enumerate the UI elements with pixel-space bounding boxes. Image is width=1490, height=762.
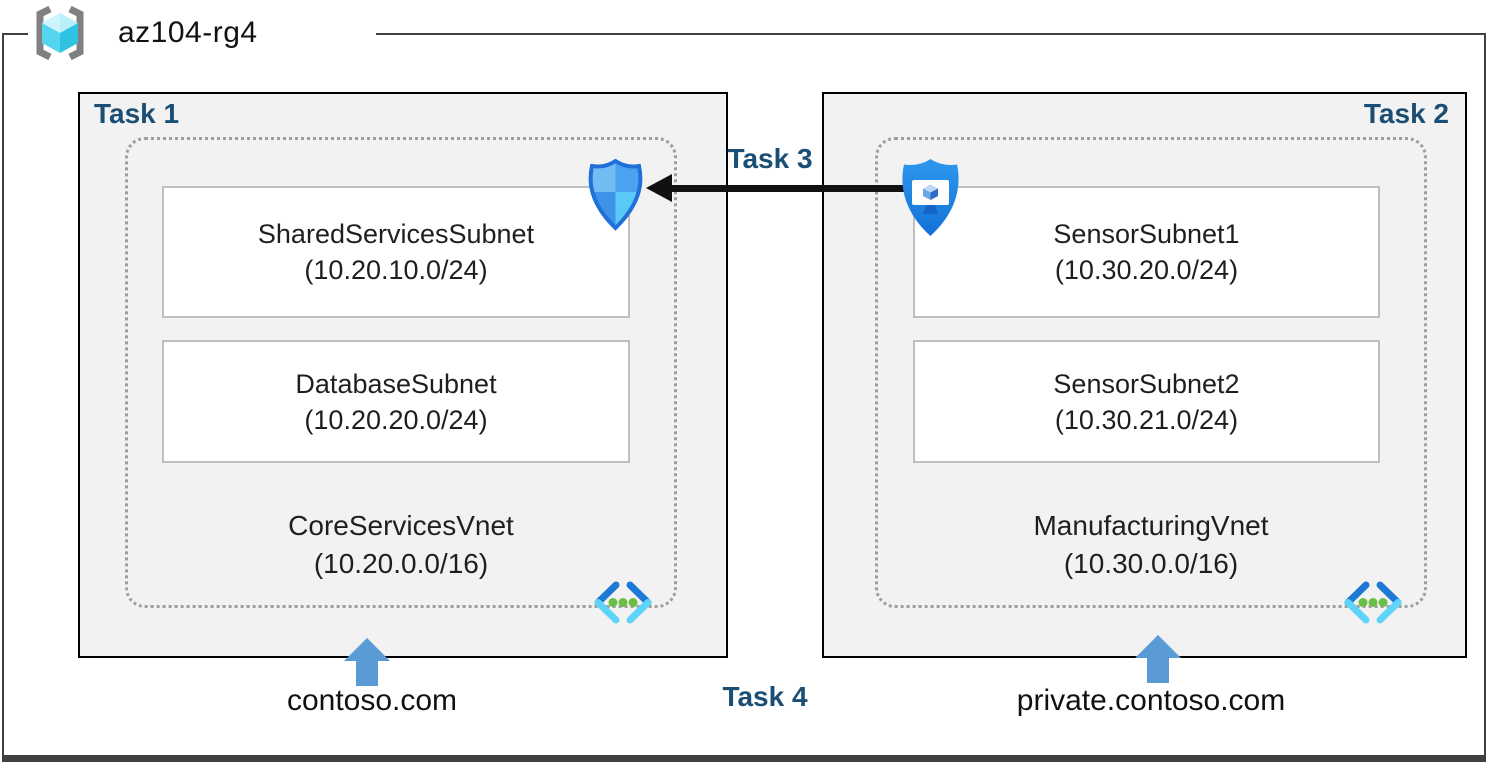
network-security-group-shield-icon (588, 158, 643, 231)
subnet-name: SharedServicesSubnet (257, 219, 535, 249)
task2-label: Task 2 (1363, 98, 1449, 129)
subnet-cidr: (10.30.21.0/24) (1054, 404, 1239, 435)
vnet-cidr: (10.20.0.0/16) (313, 548, 489, 579)
dns-zone-label: contoso.com (286, 684, 458, 717)
subnet-cidr: (10.20.20.0/24) (304, 404, 488, 435)
core-services-vnet-label: CoreServicesVnet (10.20.0.0/16) (125, 507, 677, 583)
virtual-network-icon (594, 581, 652, 624)
task4-label: Task 4 (722, 681, 808, 712)
peering-arrow-shaft (662, 185, 920, 192)
sensor-subnet2-box: SensorSubnet2 (10.30.21.0/24) (913, 340, 1380, 463)
peering-arrow-head (646, 174, 672, 202)
manufacturing-vnet-boundary (875, 137, 1427, 608)
vnet-cidr: (10.30.0.0/16) (1063, 548, 1239, 579)
subnet-name: SensorSubnet2 (1053, 368, 1240, 399)
resource-group-icon (36, 5, 84, 61)
virtual-network-icon (1344, 581, 1402, 624)
database-subnet-box: DatabaseSubnet (10.20.20.0/24) (162, 340, 630, 463)
dns-link-arrow (344, 638, 390, 686)
subnet-cidr: (10.30.20.0/24) (1054, 255, 1239, 285)
sensor-subnet1-box: SensorSubnet1 (10.30.20.0/24) (913, 186, 1380, 318)
arrow-head (344, 638, 390, 661)
task1-label: Task 1 (94, 98, 180, 129)
shared-services-subnet-box: SharedServicesSubnet (10.20.10.0/24) (162, 186, 630, 318)
subnet-name: DatabaseSubnet (295, 368, 497, 399)
resource-group-header: az104-rg4 (28, 4, 376, 62)
subnet-cidr: (10.20.10.0/24) (304, 255, 488, 285)
dns-zone-label: private.contoso.com (1016, 684, 1286, 717)
secured-virtual-machine-icon (902, 159, 959, 236)
vnet-name: ManufacturingVnet (1033, 510, 1269, 541)
arrow-head (1135, 635, 1181, 658)
arrow-stem (356, 660, 378, 686)
task1-box: Task 1 SharedServicesSubnet (10.20.10.0/… (78, 92, 728, 658)
task3-label: Task 3 (727, 143, 813, 174)
dns-link-arrow (1135, 635, 1181, 683)
core-services-vnet-boundary (125, 137, 677, 608)
resource-group-name: az104-rg4 (118, 16, 258, 49)
resource-group-frame (2, 33, 1486, 762)
manufacturing-vnet-label: ManufacturingVnet (10.30.0.0/16) (875, 507, 1427, 583)
subnet-name: SensorSubnet1 (1053, 219, 1240, 249)
vnet-name: CoreServicesVnet (288, 510, 514, 541)
arrow-stem (1147, 657, 1169, 683)
